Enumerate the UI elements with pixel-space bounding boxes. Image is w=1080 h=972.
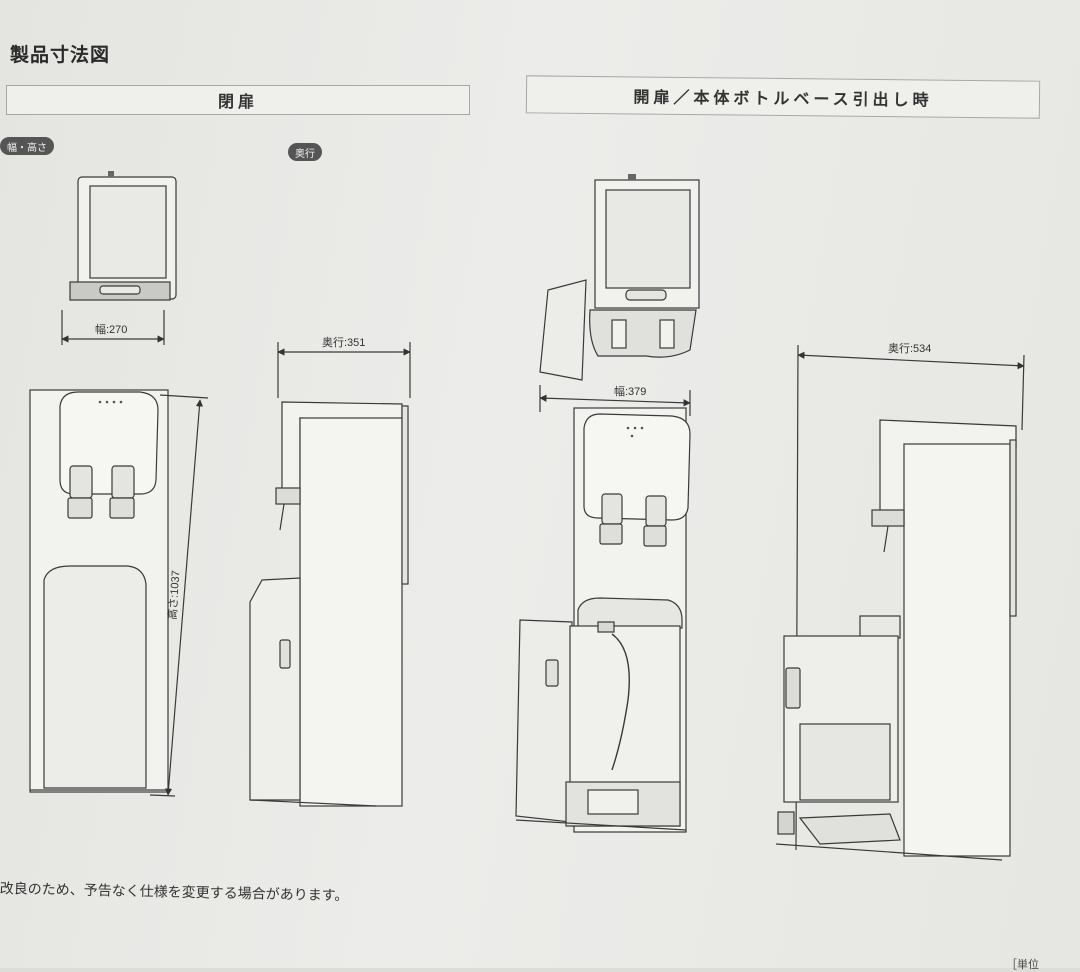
depth-open-label: 奥行:534 [888, 341, 931, 355]
depth-closed-dimension [277, 342, 411, 398]
depth-closed-label: 奥行:351 [322, 335, 365, 349]
unit-note-fragment: ［単位 [1006, 958, 1039, 971]
width-open-dimension [539, 385, 691, 416]
open-front-view [515, 407, 691, 833]
section-header-closed: 閉扉 [6, 85, 470, 115]
open-side-view [775, 419, 1017, 861]
width-closed-label: 幅:270 [95, 323, 127, 336]
height-closed-label: 高さ:1037 [165, 570, 182, 620]
page-title: 製品寸法図 [10, 44, 111, 66]
closed-front-view [29, 389, 169, 793]
section-header-closed-label: 閉扉 [217, 92, 258, 111]
width-open-label: 幅:379 [614, 385, 646, 398]
closed-top-view [69, 171, 177, 301]
closed-side-view [249, 401, 409, 807]
tag-depth: 奥行 [288, 143, 322, 161]
width-closed-dimension [61, 310, 165, 345]
open-top-view [539, 174, 700, 381]
tag-width-height: 幅・高さ [0, 137, 54, 155]
height-closed-dimension [149, 394, 209, 797]
